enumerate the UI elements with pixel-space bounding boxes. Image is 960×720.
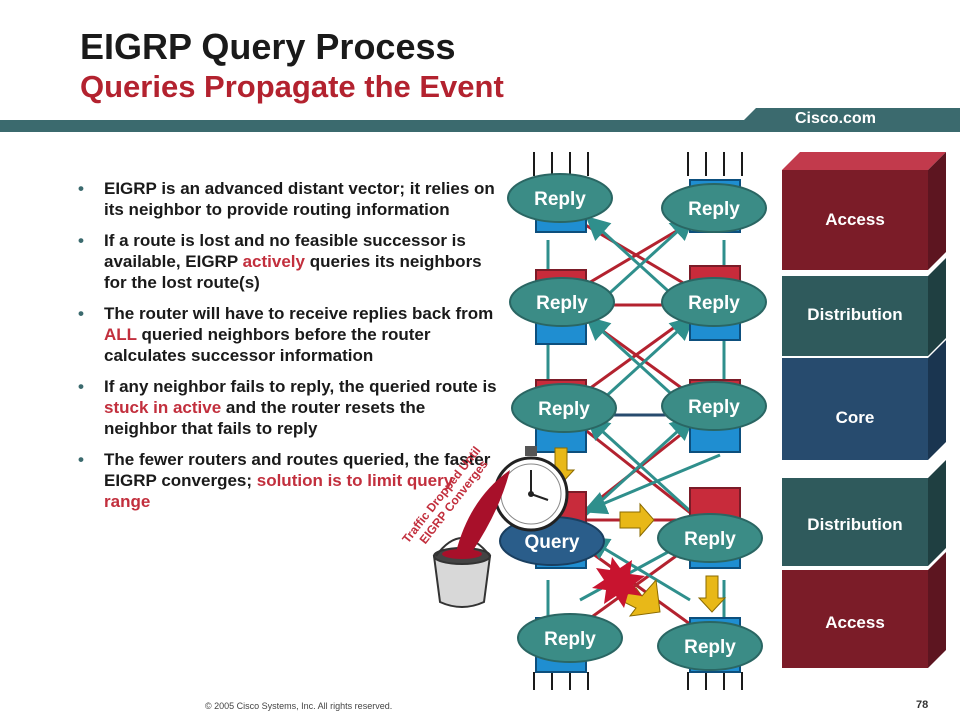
bullet-highlight: actively <box>242 252 305 271</box>
stopwatch-icon <box>493 446 569 532</box>
port-lines-top <box>533 152 743 176</box>
reply-label: Reply <box>688 293 740 314</box>
bullet-dot-icon: • <box>78 450 84 469</box>
bullet-dot-icon: • <box>78 377 84 396</box>
bullet-dot-icon: • <box>78 179 84 198</box>
layer-label: Core <box>836 408 875 427</box>
bullet-highlight: solution is to limit query range <box>104 471 454 511</box>
reply-label: Reply <box>538 399 590 420</box>
bullet-item: • EIGRP is an advanced distant vector; it… <box>78 178 498 220</box>
page-subtitle: Queries Propagate the Event <box>80 69 504 104</box>
bullet-item: • If any neighbor fails to reply, the que… <box>78 376 498 439</box>
layer-label: Distribution <box>807 515 902 534</box>
brand-tab <box>732 108 960 132</box>
page-title: EIGRP Query Process <box>80 26 456 67</box>
layer-access-top: Access <box>782 152 946 270</box>
bullet-text: If any neighbor fails to reply, the quer… <box>104 377 497 396</box>
bullet-dot-icon: • <box>78 304 84 323</box>
page-number: 78 <box>916 699 929 711</box>
layer-distribution-bottom: Distribution <box>782 460 946 566</box>
bullet-item: • The router will have to receive replies… <box>78 303 498 366</box>
bullet-text: The fewer routers and routes queried, th… <box>104 450 491 490</box>
reply-label: Reply <box>684 529 736 550</box>
header-band <box>0 120 960 132</box>
bullet-highlight: ALL <box>104 325 137 344</box>
bullet-text: queries its neighbors for the lost route… <box>104 252 482 292</box>
reply-bubble: Reply <box>657 513 763 563</box>
reply-bubble: Reply <box>661 183 767 233</box>
layer-label: Access <box>825 613 885 632</box>
bullet-highlight: stuck in active <box>104 398 222 417</box>
query-label: Query <box>525 532 580 553</box>
bullet-item: • If a route is lost and no feasible succ… <box>78 230 498 293</box>
bucket-icon <box>432 470 510 608</box>
bullet-list: • EIGRP is an advanced distant vector; it… <box>78 178 498 522</box>
bullet-dot-icon: • <box>78 231 84 250</box>
bullet-text: The router will have to receive replies … <box>104 304 494 323</box>
reply-bubble: Reply <box>511 383 617 433</box>
reply-label: Reply <box>534 189 586 210</box>
reply-bubble: Reply <box>507 173 613 223</box>
reply-label: Reply <box>536 293 588 314</box>
reply-label: Reply <box>684 637 736 658</box>
bullet-text: queried neighbors before the router calc… <box>104 325 431 365</box>
brand-logo-text: Cisco.com <box>795 110 876 127</box>
reply-bubble: Reply <box>661 381 767 431</box>
layer-label: Distribution <box>807 305 902 324</box>
reply-bubble: Reply <box>509 277 615 327</box>
layer-access-bottom: Access <box>782 552 946 668</box>
layer-distribution-top: Distribution <box>782 258 946 356</box>
reply-label: Reply <box>544 629 596 650</box>
reply-bubble: Reply <box>657 621 763 671</box>
reply-arrows <box>578 215 721 602</box>
bullet-text: If a route is lost and no feasible succe… <box>104 231 466 271</box>
layer-core: Core <box>782 340 946 460</box>
bullet-text: EIGRP is an advanced distant vector; it … <box>104 179 495 219</box>
failure-burst-icon <box>592 557 645 608</box>
bullet-item: • The fewer routers and routes queried, t… <box>78 449 498 512</box>
reply-label: Reply <box>688 397 740 418</box>
layer-label: Access <box>825 210 885 229</box>
reply-bubble: Reply <box>517 613 623 663</box>
port-lines-bottom <box>533 672 743 690</box>
layer-stack: Access Distribution Core Distribution Ac… <box>782 152 946 668</box>
bullet-text: and the router resets the neighbor that … <box>104 398 426 438</box>
copyright-footer: © 2005 Cisco Systems, Inc. All rights re… <box>205 701 393 711</box>
reply-label: Reply <box>688 199 740 220</box>
reply-bubble: Reply <box>661 277 767 327</box>
